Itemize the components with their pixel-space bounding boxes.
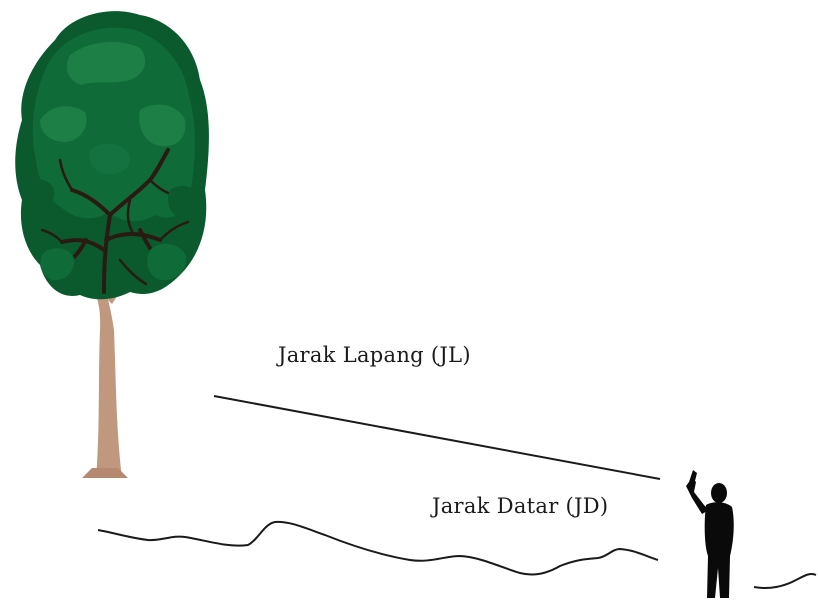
horizontal-distance-label: Jarak Datar (JD) bbox=[432, 494, 609, 518]
terrain-line bbox=[97, 520, 659, 576]
person-silhouette-icon bbox=[686, 470, 734, 598]
tree-icon bbox=[15, 11, 209, 478]
terrain-line-segment bbox=[753, 572, 817, 590]
field-distance-line bbox=[213, 395, 661, 480]
field-distance-label: Jarak Lapang (JL) bbox=[278, 343, 471, 367]
